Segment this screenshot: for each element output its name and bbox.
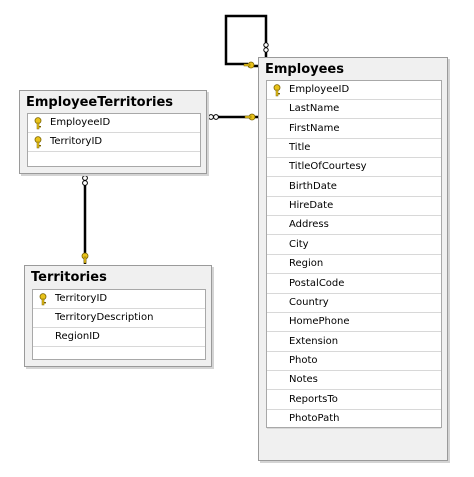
- column-row-hiredate[interactable]: HireDate: [267, 197, 441, 217]
- column-name: BirthDate: [289, 180, 337, 192]
- column-name: EmployeeID: [289, 84, 350, 95]
- column-name: TerritoryID: [50, 136, 103, 147]
- column-name: Country: [289, 296, 329, 308]
- column-row-city[interactable]: City: [267, 236, 441, 255]
- column-row-homephone[interactable]: HomePhone: [267, 313, 441, 333]
- key-end-icon: [81, 252, 89, 264]
- column-list: EmployeeID TerritoryID: [27, 113, 201, 167]
- column-name: TerritoryID: [55, 293, 108, 304]
- primary-key-icon: [273, 84, 281, 97]
- column-name: HireDate: [289, 200, 334, 212]
- column-name: Region: [289, 258, 324, 270]
- column-row-photopath[interactable]: PhotoPath: [267, 410, 441, 429]
- column-row-firstname[interactable]: FirstName: [267, 120, 441, 139]
- column-name: Notes: [289, 374, 318, 386]
- primary-key-icon: [34, 117, 42, 130]
- column-row-regionid[interactable]: RegionID: [33, 328, 205, 347]
- column-name: Photo: [289, 354, 318, 366]
- infinity-end-icon: [208, 114, 214, 120]
- column-name: ReportsTo: [289, 393, 338, 405]
- column-name: HomePhone: [289, 316, 350, 328]
- column-row-reportsto[interactable]: ReportsTo: [267, 391, 441, 410]
- column-row-territoryid[interactable]: TerritoryID: [28, 133, 200, 152]
- column-row-titleofcourtesy[interactable]: TitleOfCourtesy: [267, 158, 441, 178]
- column-row-birthdate[interactable]: BirthDate: [267, 178, 441, 197]
- infinity-end-icon: [263, 42, 269, 48]
- column-name: FirstName: [289, 122, 340, 134]
- table-territories[interactable]: Territories TerritoryID TerritoryDescrip…: [24, 265, 212, 367]
- column-row-territorydescription[interactable]: TerritoryDescription: [33, 309, 205, 328]
- primary-key-icon: [34, 136, 42, 149]
- column-row-photo[interactable]: Photo: [267, 352, 441, 371]
- primary-key-icon: [39, 293, 47, 306]
- column-name: TitleOfCourtesy: [289, 161, 367, 173]
- column-name: Title: [289, 142, 311, 154]
- column-name: RegionID: [55, 331, 100, 342]
- column-name: City: [289, 238, 309, 250]
- column-name: Extension: [289, 335, 339, 347]
- key-end-icon: [243, 61, 255, 69]
- table-title: EmployeeTerritories: [26, 95, 174, 110]
- column-row-extension[interactable]: Extension: [267, 333, 441, 352]
- relationship-employeeterritories-territories[interactable]: [82, 173, 88, 264]
- column-row-employeeid[interactable]: EmployeeID: [267, 81, 441, 100]
- column-row-territoryid[interactable]: TerritoryID: [33, 290, 205, 309]
- column-name: PostalCode: [289, 277, 345, 289]
- table-employeeterritories[interactable]: EmployeeTerritories EmployeeID Territory…: [19, 90, 207, 174]
- column-row-employeeid[interactable]: EmployeeID: [28, 114, 200, 133]
- column-row-title[interactable]: Title: [267, 139, 441, 159]
- column-name: Address: [289, 219, 329, 231]
- column-row-postalcode[interactable]: PostalCode: [267, 275, 441, 294]
- column-name: EmployeeID: [50, 117, 111, 128]
- column-row-region[interactable]: Region: [267, 255, 441, 275]
- column-row-country[interactable]: Country: [267, 294, 441, 313]
- column-row-address[interactable]: Address: [267, 216, 441, 236]
- key-end-icon: [244, 113, 256, 121]
- table-title: Employees: [265, 62, 344, 77]
- column-row-lastname[interactable]: LastName: [267, 100, 441, 120]
- table-title: Territories: [31, 270, 107, 285]
- column-name: PhotoPath: [289, 412, 340, 424]
- infinity-end-icon: [82, 175, 88, 181]
- column-list: TerritoryID TerritoryDescription RegionI…: [32, 289, 206, 360]
- column-row-notes[interactable]: Notes: [267, 371, 441, 391]
- column-name: LastName: [289, 103, 340, 115]
- column-name: TerritoryDescription: [55, 312, 154, 323]
